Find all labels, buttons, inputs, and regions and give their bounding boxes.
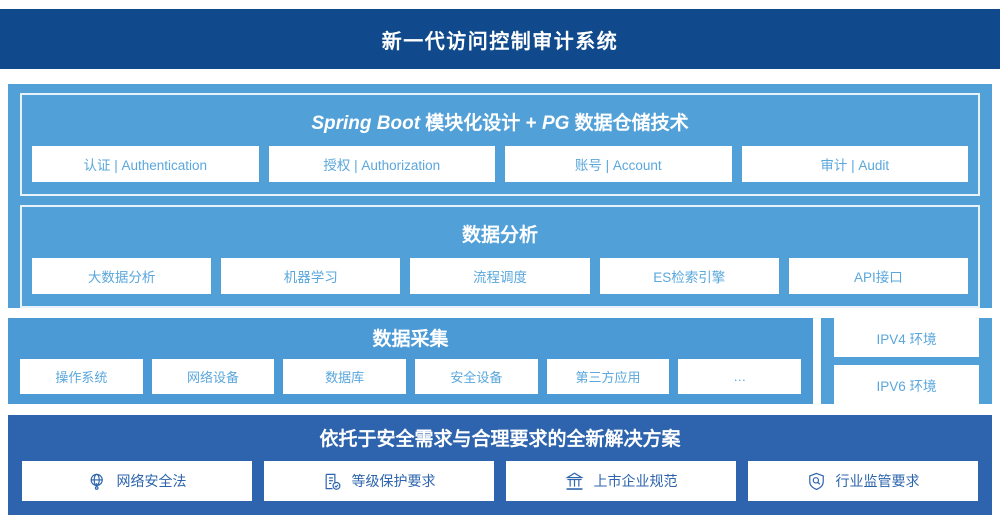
application-layer-items: 认证 | Authentication 授权 | Authorization 账… xyxy=(32,146,968,182)
compliance-item-label: 行业监管要求 xyxy=(835,473,920,489)
ipv4-environment[interactable]: IPV4 环境 xyxy=(834,318,979,357)
collection-layer-title: 数据采集 xyxy=(372,329,449,350)
app-item-account[interactable]: 账号 | Account xyxy=(505,146,732,182)
app-item-audit[interactable]: 审计 | Audit xyxy=(741,146,968,182)
application-layer-title-italic-1: Spring Boot xyxy=(311,113,421,134)
compliance-item-mlps[interactable]: 等级保护要求 xyxy=(264,461,494,501)
collect-item-os[interactable]: 操作系统 xyxy=(20,359,143,394)
analysis-item-es-search[interactable]: ES检索引擎 xyxy=(599,258,779,294)
collect-item-third-party-app[interactable]: 第三方应用 xyxy=(546,359,670,394)
application-layer-group: Spring Boot 模块化设计 + PG 数据仓储技术 认证 | Authe… xyxy=(20,93,980,196)
compliance-item-label: 网络安全法 xyxy=(116,473,187,489)
compliance-item-listed-company[interactable]: 上市企业规范 xyxy=(506,461,736,501)
collect-item-more[interactable]: … xyxy=(678,359,802,394)
compliance-item-label: 等级保护要求 xyxy=(351,473,436,489)
analysis-layer-title: 数据分析 xyxy=(461,225,538,246)
analysis-layer-items: 大数据分析 机器学习 流程调度 ES检索引擎 API接口 xyxy=(32,258,969,294)
compliance-layer-group: 依托于安全需求与合理要求的全新解决方案 网络安全法 xyxy=(8,415,992,515)
analysis-item-api[interactable]: API接口 xyxy=(788,258,969,294)
analysis-item-machine-learning[interactable]: 机器学习 xyxy=(221,258,401,294)
collection-layer-group: 数据采集 操作系统 网络设备 数据库 安全设备 第三方应用 … xyxy=(8,318,813,404)
app-item-authentication[interactable]: 认证 | Authentication xyxy=(32,146,259,182)
globe-icon xyxy=(88,472,107,491)
document-check-icon xyxy=(323,472,342,491)
shield-search-icon xyxy=(807,472,826,491)
analysis-item-bigdata[interactable]: 大数据分析 xyxy=(32,258,212,294)
collect-item-network-device[interactable]: 网络设备 xyxy=(151,359,275,394)
page-title: 新一代访问控制审计系统 xyxy=(381,30,619,53)
compliance-layer-title: 依托于安全需求与合理要求的全新解决方案 xyxy=(319,429,681,450)
collect-item-database[interactable]: 数据库 xyxy=(283,359,407,394)
application-layer-title-italic-2: PG xyxy=(541,113,570,134)
compliance-item-label: 上市企业规范 xyxy=(593,473,678,489)
analysis-layer-group: 数据分析 大数据分析 机器学习 流程调度 ES检索引擎 API接口 xyxy=(20,205,980,308)
collection-layer-items: 操作系统 网络设备 数据库 安全设备 第三方应用 … xyxy=(20,359,802,394)
upper-panel: Spring Boot 模块化设计 + PG 数据仓储技术 认证 | Authe… xyxy=(8,84,992,308)
app-item-authorization[interactable]: 授权 | Authorization xyxy=(268,146,495,182)
header-banner: 新一代访问控制审计系统 xyxy=(0,9,1000,69)
collect-item-security-device[interactable]: 安全设备 xyxy=(415,359,538,394)
application-layer-title-end: 数据仓储技术 xyxy=(569,113,689,134)
application-layer-title: Spring Boot 模块化设计 + PG 数据仓储技术 xyxy=(32,101,968,146)
compliance-item-industry-regulation[interactable]: 行业监管要求 xyxy=(748,461,978,501)
ipv-panel: IPV4 环境 IPV6 环境 xyxy=(821,318,992,404)
compliance-layer-items: 网络安全法 等级保护要求 xyxy=(22,461,978,501)
analysis-item-process-scheduling[interactable]: 流程调度 xyxy=(410,258,590,294)
compliance-item-cybersecurity-law[interactable]: 网络安全法 xyxy=(22,461,252,501)
ipv6-environment[interactable]: IPV6 环境 xyxy=(834,365,979,404)
bank-icon xyxy=(564,471,584,491)
application-layer-title-mid: 模块化设计 + xyxy=(420,113,542,134)
